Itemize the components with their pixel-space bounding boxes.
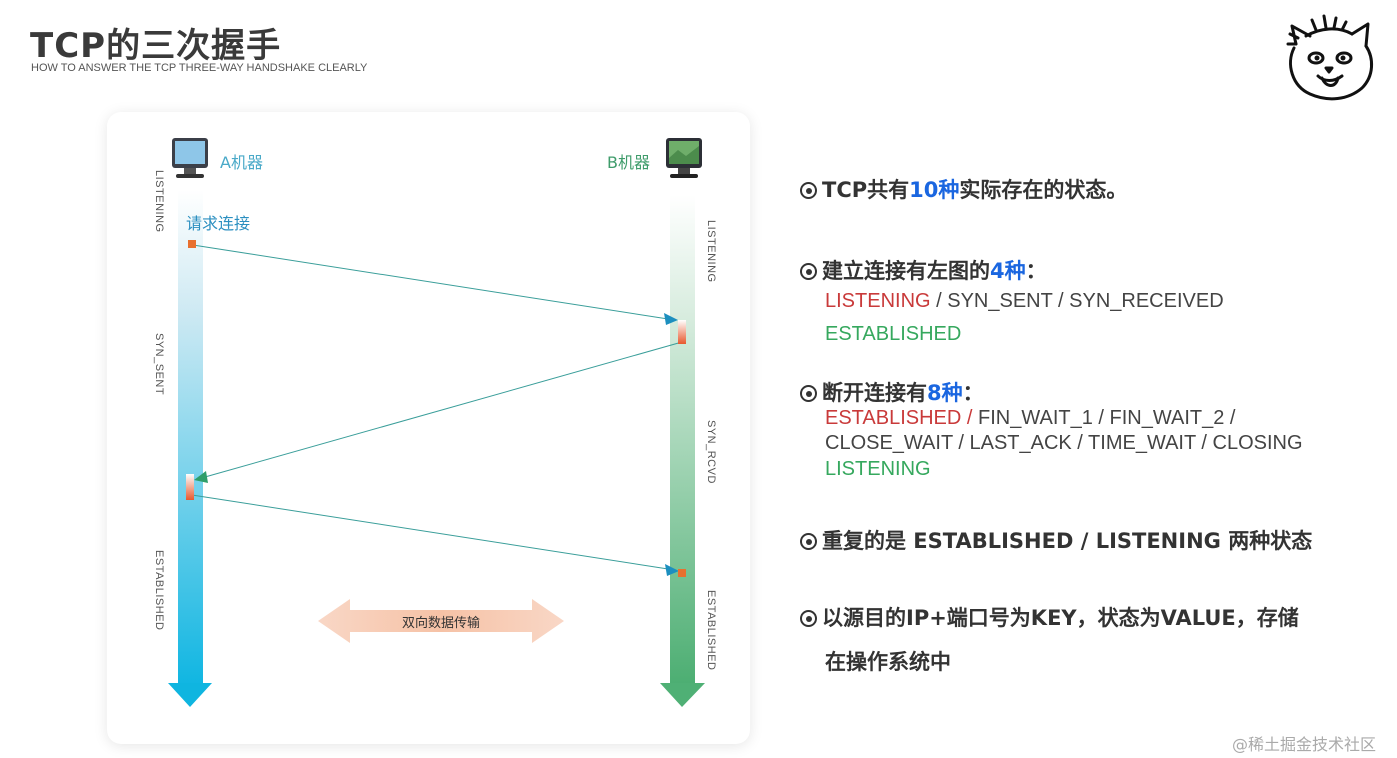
duplex-label: 双向数据传输 (401, 616, 480, 631)
b-state-syn-rcvd: SYN_RCVD (705, 420, 717, 484)
point-storage-line2: 在操作系统中 (825, 650, 951, 674)
a-ack-marker (186, 474, 194, 500)
cat-logo-icon (1286, 14, 1373, 101)
b-established-marker (678, 569, 686, 577)
page-title: TCP的三次握手 (30, 26, 282, 66)
handshake-diagram-card (107, 112, 750, 744)
machine-b-label: B机器 (607, 153, 650, 172)
bullet-icon (800, 182, 817, 199)
machine-a-label: A机器 (220, 153, 263, 172)
close-states-line2: CLOSE_WAIT / LAST_ACK / TIME_WAIT / CLOS… (825, 432, 1303, 454)
bullet-icon (800, 533, 817, 550)
b-state-established: ESTABLISHED (705, 590, 717, 671)
bullet-icon (800, 610, 817, 627)
b-rcvd-marker (678, 320, 686, 344)
establish-states-line1: LISTENING / SYN_SENT / SYN_RECEIVED (825, 290, 1224, 312)
watermark: @稀土掘金技术社区 (1232, 735, 1377, 754)
point-establish-states: 建立连接有左图的4种： (800, 255, 1047, 285)
b-lane (660, 195, 705, 707)
a-lane (168, 190, 212, 707)
page-subtitle: HOW TO ANSWER THE TCP THREE-WAY HANDSHAK… (31, 62, 368, 74)
point-total-states: TCP共有10种实际存在的状态。 (800, 174, 1127, 204)
bullet-icon (800, 385, 817, 402)
close-states-line3: LISTENING (825, 458, 931, 480)
b-state-listening: LISTENING (705, 220, 717, 283)
a-state-established: ESTABLISHED (153, 550, 165, 631)
ack-arrow (191, 494, 679, 576)
a-state-syn-sent: SYN_SENT (153, 333, 165, 396)
syn-arrow (192, 244, 678, 325)
point-storage: 以源目的IP+端口号为KEY，状态为VALUE，存储 (800, 602, 1299, 632)
computer-a-icon (172, 138, 208, 178)
syn-ack-arrow (194, 341, 683, 483)
a-state-listening: LISTENING (153, 170, 165, 233)
duplex-arrow (318, 599, 564, 643)
request-label: 请求连接 (186, 214, 251, 233)
point-repeated-states: 重复的是 ESTABLISHED / LISTENING 两种状态 (800, 525, 1312, 555)
close-states-line1: ESTABLISHED / FIN_WAIT_1 / FIN_WAIT_2 / (825, 407, 1236, 429)
point-close-states: 断开连接有8种： (800, 377, 984, 407)
syn-send-marker (188, 240, 196, 248)
bullet-icon (800, 263, 817, 280)
computer-b-icon (666, 138, 702, 178)
establish-states-line2: ESTABLISHED (825, 323, 962, 345)
